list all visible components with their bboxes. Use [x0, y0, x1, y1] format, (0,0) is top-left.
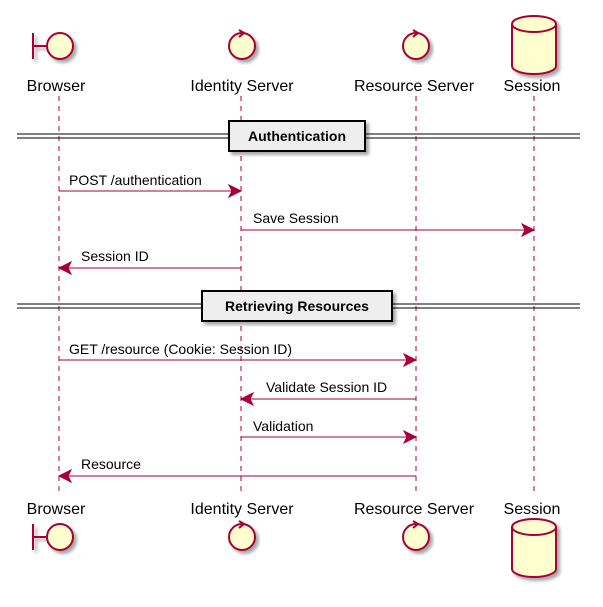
control-icon [402, 29, 430, 60]
lifelines [58, 96, 535, 495]
participant-label: Browser [27, 78, 86, 95]
message-save-session: Save Session [241, 210, 536, 238]
divider-authentication: Authentication [17, 120, 580, 152]
message-validation: Validation [241, 418, 418, 445]
participant-label: Session [504, 78, 561, 95]
boundary-icon [32, 523, 74, 551]
participant-identity-server-bottom: Identity Server [190, 501, 294, 551]
message-label: Validate Session ID [266, 379, 387, 395]
participant-label: Resource Server [354, 78, 475, 95]
participant-resource-server-bottom: Resource Server [354, 501, 475, 551]
participant-resource-server-top: Resource Server [354, 29, 475, 95]
database-icon [511, 15, 557, 75]
message-label: GET /resource (Cookie: Session ID) [69, 341, 292, 357]
divider-label: Authentication [248, 128, 346, 144]
message-validate-session-id: Validate Session ID [239, 379, 416, 407]
divider-retrieving-resources: Retrieving Resources [17, 290, 580, 322]
control-icon [402, 520, 430, 551]
divider-label: Retrieving Resources [225, 298, 369, 314]
message-post-authentication: POST /authentication [59, 172, 243, 199]
participant-browser-bottom: Browser [27, 501, 86, 551]
participant-label: Identity Server [190, 78, 294, 95]
boundary-icon [32, 32, 74, 60]
participant-identity-server-top: Identity Server [190, 29, 294, 95]
message-label: Validation [253, 418, 313, 434]
control-icon [228, 29, 256, 60]
message-label: POST /authentication [69, 172, 202, 188]
participant-label: Browser [27, 501, 86, 518]
participant-label: Session [504, 501, 561, 518]
participant-label: Identity Server [190, 501, 294, 518]
database-icon [511, 518, 557, 578]
message-session-id: Session ID [57, 248, 241, 276]
participant-label: Resource Server [354, 501, 475, 518]
message-get-resource: GET /resource (Cookie: Session ID) [59, 341, 418, 368]
message-label: Resource [81, 456, 141, 472]
participant-session-bottom: Session [504, 501, 561, 578]
message-label: Session ID [81, 248, 149, 264]
participant-session-top: Session [504, 15, 561, 95]
message-resource: Resource [57, 456, 416, 484]
control-icon [228, 520, 256, 551]
message-label: Save Session [253, 210, 339, 226]
participant-browser-top: Browser [27, 32, 86, 95]
